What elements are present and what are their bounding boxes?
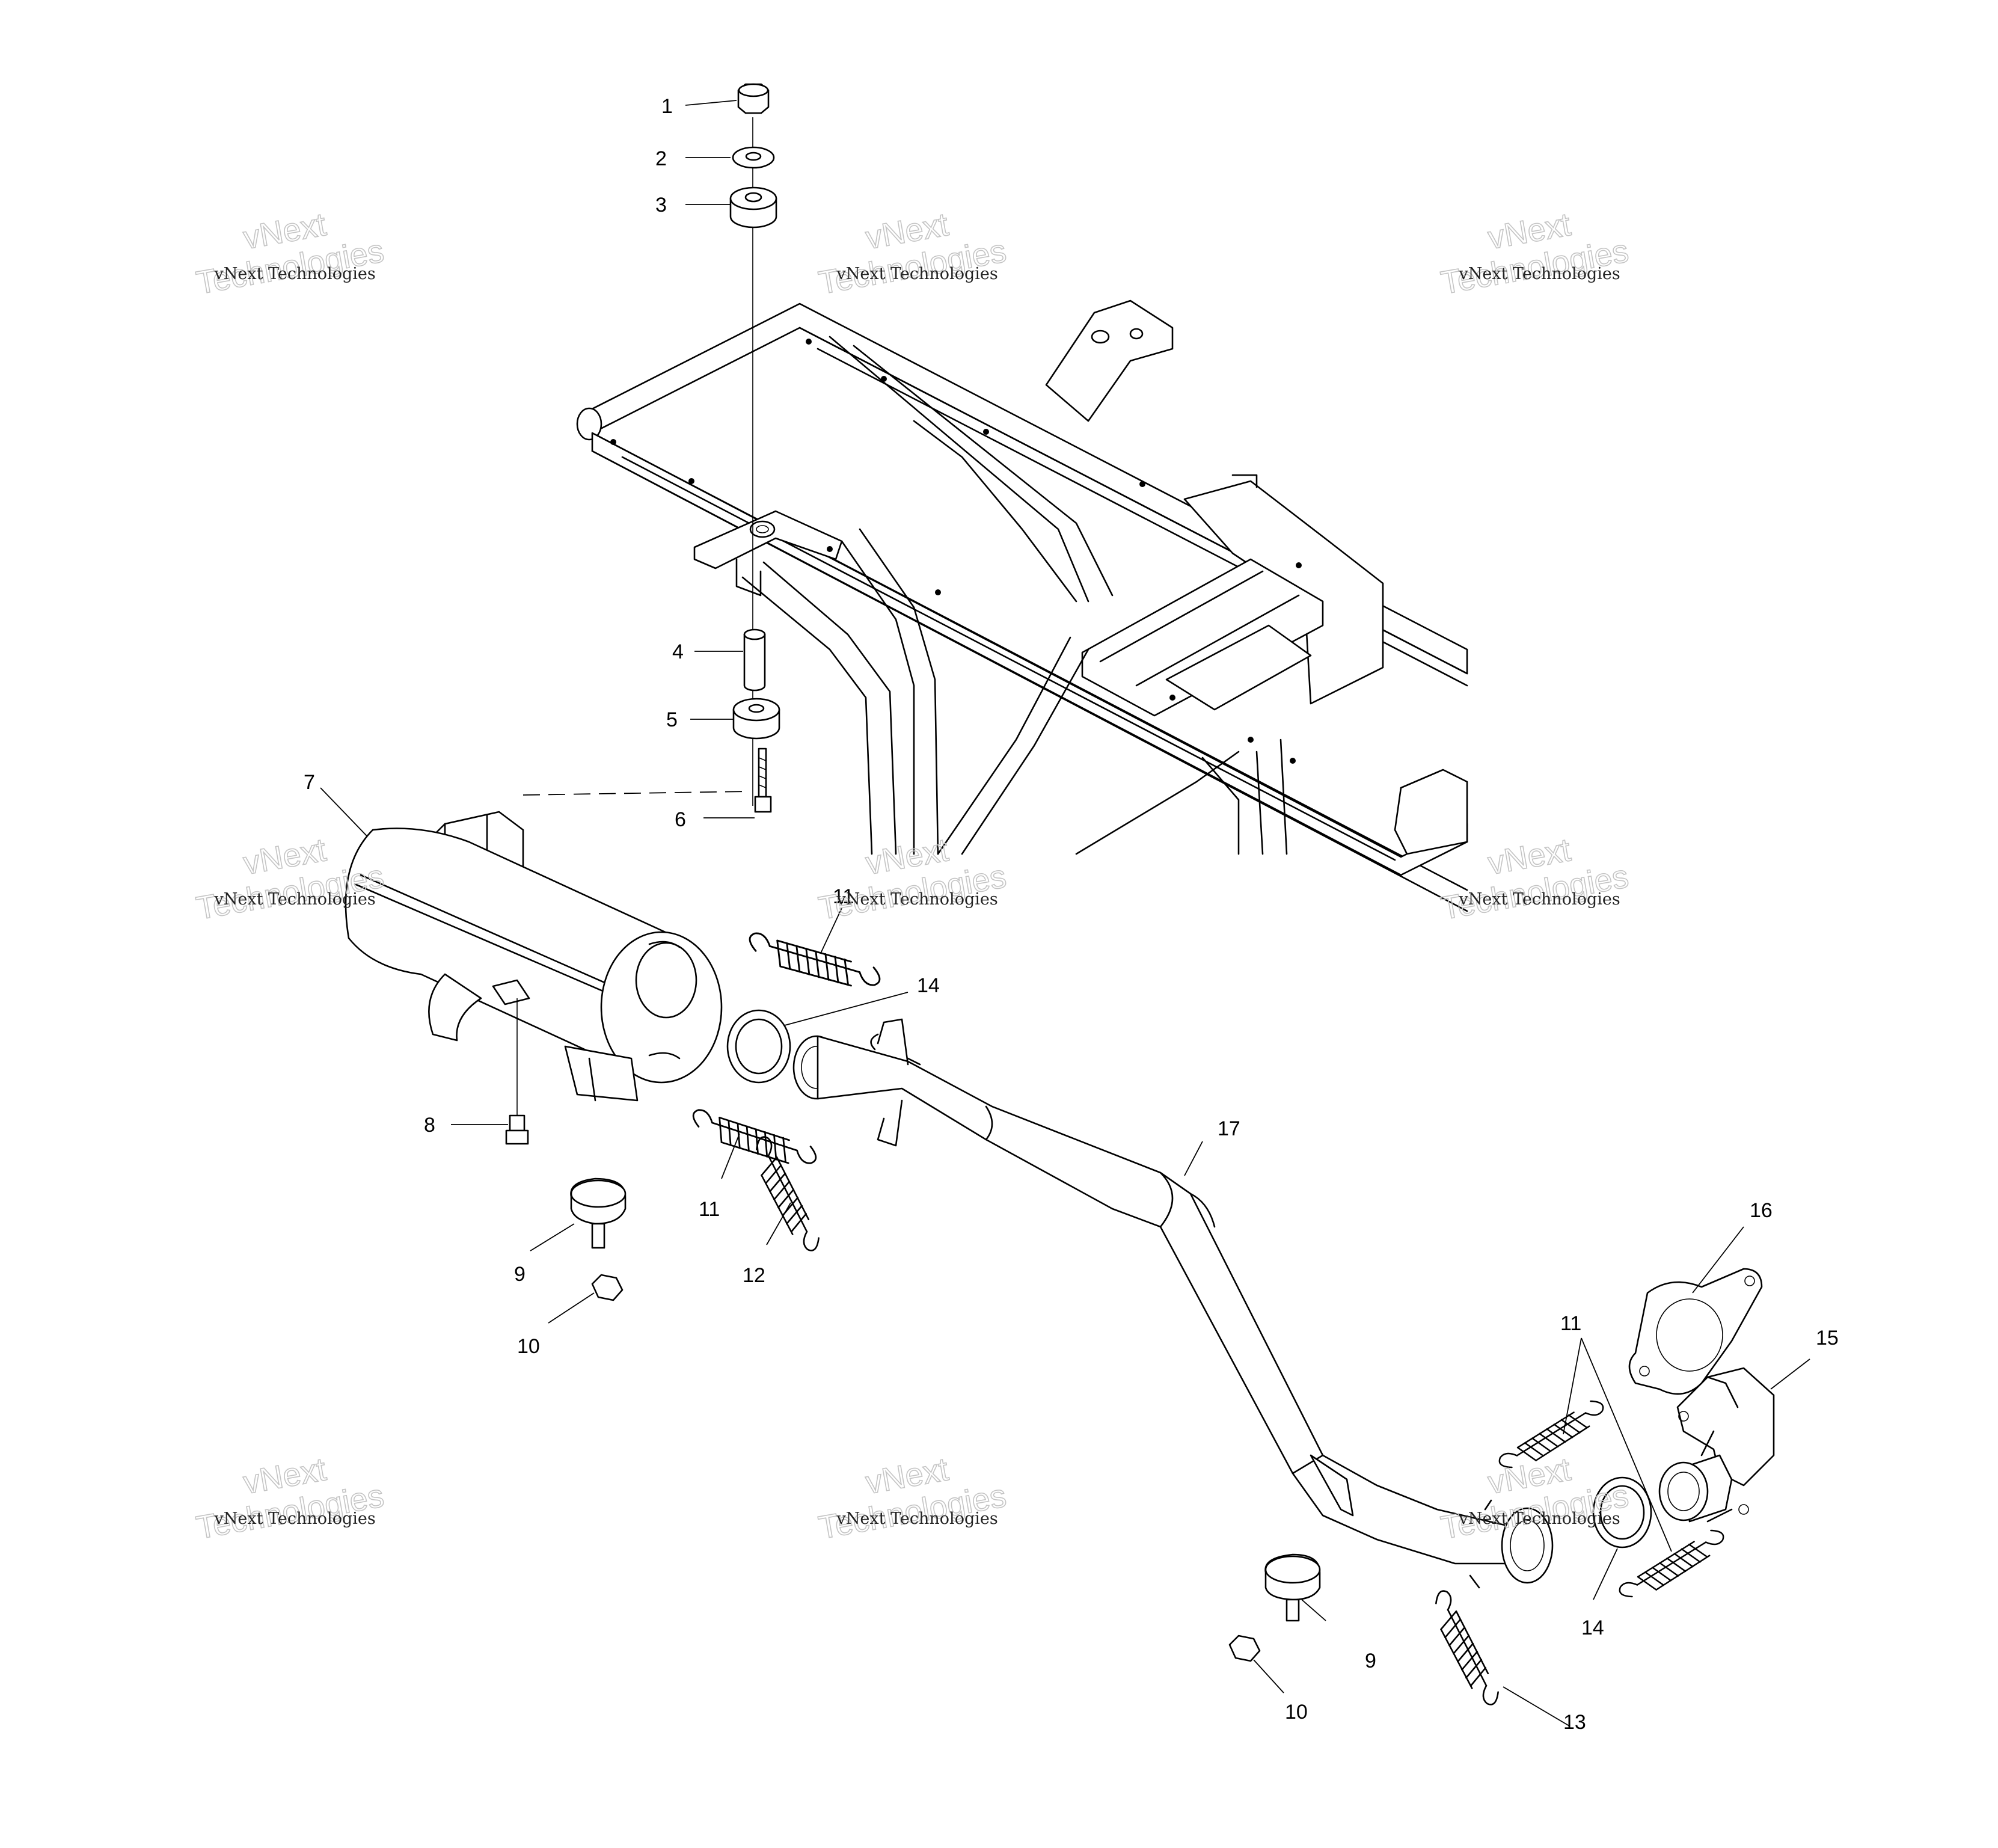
- callout-11-lower: 11: [699, 1198, 720, 1221]
- callout-10-left: 10: [517, 1335, 540, 1358]
- head-pipe-part: [792, 1018, 1554, 1589]
- callout-8: 8: [424, 1114, 435, 1137]
- watermark-3: vNext Technologies vNext Technologies: [1438, 206, 1631, 301]
- rubber-grommet-left-part: [570, 1177, 627, 1249]
- hex-nut-left-part: [591, 1274, 624, 1301]
- svg-text:vNext Technologies: vNext Technologies: [1458, 890, 1620, 909]
- watermark-1: vNext Technologies vNext Technologies: [193, 206, 387, 301]
- callout-15: 15: [1816, 1327, 1839, 1349]
- exhaust-elbow-part: [1658, 1367, 1775, 1523]
- callout-11-upper: 11: [833, 885, 854, 908]
- svg-text:vNext Technologies: vNext Technologies: [1458, 1509, 1620, 1528]
- spacer-part: [743, 628, 766, 692]
- rubber-grommet-right-part: [1264, 1553, 1321, 1622]
- mount-hardware-stack: [729, 83, 780, 813]
- watermark-7: vNext Technologies vNext Technologies: [193, 1450, 387, 1546]
- svg-text:vNext Technologies: vNext Technologies: [213, 1509, 375, 1528]
- callout-7: 7: [304, 771, 315, 794]
- callout-10-right: 10: [1285, 1701, 1308, 1724]
- exhaust-spring-12-part: [736, 1134, 837, 1256]
- callout-4: 4: [672, 640, 684, 663]
- grommet-part: [729, 186, 777, 229]
- vehicle-frame: [522, 299, 1468, 912]
- callout-3: 3: [655, 194, 667, 216]
- callout-13: 13: [1563, 1711, 1586, 1734]
- svg-text:vNext Technologies: vNext Technologies: [213, 890, 375, 909]
- callout-5: 5: [666, 708, 678, 731]
- svg-text:vNext Technologies: vNext Technologies: [836, 890, 997, 909]
- leader-lines: [320, 100, 1810, 1727]
- exhaust-spring-13-part: [1415, 1588, 1516, 1710]
- muffler-part: [345, 811, 723, 1102]
- callout-11-right: 11: [1560, 1312, 1581, 1335]
- svg-text:vNext Technologies: vNext Technologies: [213, 265, 375, 283]
- callout-labels: 1 2 3 4 5 6 7 8 9 10 11 11 11 12 13 14 1…: [304, 95, 1839, 1734]
- callout-1: 1: [661, 95, 673, 118]
- callout-6: 6: [675, 808, 686, 831]
- callout-12: 12: [743, 1264, 765, 1287]
- callout-14-left: 14: [917, 974, 940, 997]
- callout-9-left: 9: [514, 1263, 526, 1286]
- callout-17: 17: [1218, 1117, 1240, 1140]
- callout-2: 2: [655, 147, 667, 170]
- bolt-part: [754, 747, 772, 813]
- watermark-5: vNext Technologies vNext Technologies: [815, 831, 1009, 927]
- svg-text:vNext Technologies: vNext Technologies: [836, 265, 997, 283]
- callout-9-right: 9: [1365, 1650, 1376, 1672]
- watermark-8: vNext Technologies vNext Technologies: [815, 1450, 1009, 1546]
- callout-16: 16: [1750, 1199, 1773, 1222]
- gasket-ring-right-part: [1592, 1476, 1652, 1549]
- flange-gasket-part: [1628, 1268, 1763, 1395]
- svg-text:vNext Technologies: vNext Technologies: [836, 1509, 997, 1528]
- exhaust-spring-lower-part: [687, 1108, 822, 1168]
- lower-grommet-part: [732, 698, 780, 740]
- muffler-bolt-part: [505, 998, 529, 1145]
- gasket-ring-left-part: [726, 1009, 791, 1084]
- callout-14-right: 14: [1581, 1616, 1604, 1639]
- svg-text:vNext Technologies: vNext Technologies: [1458, 265, 1620, 283]
- hex-nut-right-part: [1228, 1635, 1261, 1662]
- nut-part: [737, 83, 770, 114]
- watermark-2: vNext Technologies vNext Technologies: [815, 206, 1009, 301]
- washer-part: [732, 146, 775, 169]
- exhaust-spring-upper-part: [744, 931, 884, 990]
